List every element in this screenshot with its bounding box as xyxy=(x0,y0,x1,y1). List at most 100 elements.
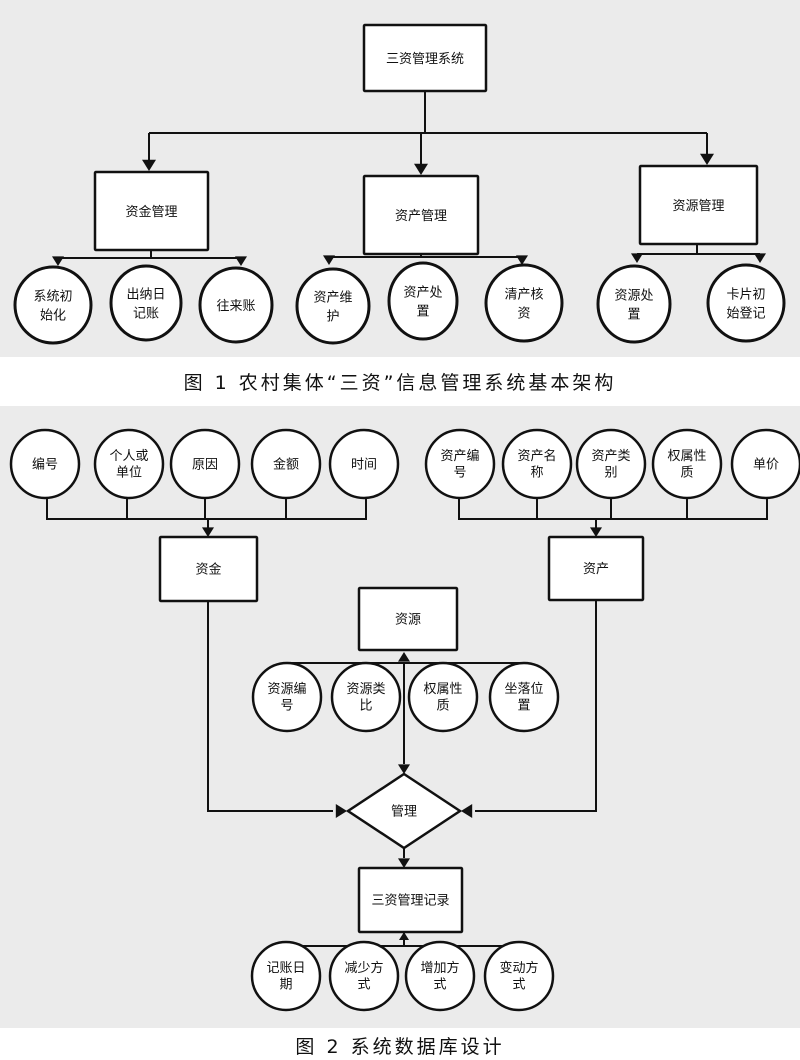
arrow-head xyxy=(461,804,473,818)
figure-2-caption: 图 2 系统数据库设计 xyxy=(295,1036,505,1058)
figure-2-diagram: 编号个人或单位原因金额时间资产编号资产名称资产类别权属性质单价资金资产资源资源编… xyxy=(9,428,800,1012)
circle-label: 减少方式 xyxy=(344,960,383,992)
box-shape xyxy=(357,866,464,934)
circle-shape xyxy=(483,940,555,1012)
circle-label: 原因 xyxy=(192,457,218,472)
circle-label: 增加方式 xyxy=(420,960,459,992)
arrow-head xyxy=(398,764,410,774)
resource-management-box: 资源管理 xyxy=(638,164,759,246)
leaf-node-circle: 出纳日记账 xyxy=(109,264,183,342)
fund-attribute-circle: 个人或单位 xyxy=(93,428,165,500)
circle-shape xyxy=(93,428,165,500)
circle-shape xyxy=(328,428,400,500)
asset-attribute-circle: 资产名称 xyxy=(501,428,573,500)
circle-shape xyxy=(13,265,93,345)
box-label: 资金管理 xyxy=(125,204,177,220)
asset-attribute-circle: 单价 xyxy=(730,428,800,500)
leaf-node-circle: 资源处置 xyxy=(596,264,672,344)
asset-attribute-circle: 权属性质 xyxy=(651,428,723,500)
arrow-head xyxy=(323,255,335,265)
fund-entity-box: 资金 xyxy=(158,535,259,603)
connector-line xyxy=(458,498,768,520)
circle-label: 编号 xyxy=(32,457,58,472)
arrow-head xyxy=(202,527,214,537)
arrow-head xyxy=(700,153,714,165)
circle-shape xyxy=(328,940,400,1012)
circle-label: 往来账 xyxy=(216,299,255,314)
circle-label: 资源处置 xyxy=(614,289,653,323)
box-label: 三资管理记录 xyxy=(371,894,449,909)
circle-shape xyxy=(596,264,672,344)
circle-label: 权属性质 xyxy=(423,681,462,713)
circle-label: 资产处置 xyxy=(403,286,442,320)
circle-label: 资源编号 xyxy=(267,682,306,713)
circle-label: 卡片初始登记 xyxy=(726,288,765,322)
circle-label: 出纳日记账 xyxy=(126,288,165,322)
leaf-node-circle: 卡片初始登记 xyxy=(706,263,786,343)
record-attribute-circle: 增加方式 xyxy=(404,940,476,1012)
circle-label: 资产类别 xyxy=(591,449,630,480)
arrow-head xyxy=(754,253,766,263)
arrow-head xyxy=(590,527,602,537)
circle-label: 单价 xyxy=(753,457,779,472)
arrow-head xyxy=(414,163,428,175)
box-label: 三资管理系统 xyxy=(386,52,464,67)
leaf-node-circle: 资产处置 xyxy=(387,261,459,341)
circle-shape xyxy=(404,940,476,1012)
figure-2-panel: 编号个人或单位原因金额时间资产编号资产名称资产类别权属性质单价资金资产资源资源编… xyxy=(0,406,800,1028)
box-label: 资源 xyxy=(395,613,421,628)
box-label: 资产 xyxy=(583,562,609,577)
circle-label: 系统初始化 xyxy=(33,290,72,324)
arrow-head xyxy=(235,256,247,266)
circle-label: 记账日期 xyxy=(266,961,305,992)
asset-attribute-circle: 资产编号 xyxy=(424,428,496,500)
circle-shape xyxy=(295,267,371,345)
resource-attribute-circle: 权属性质 xyxy=(407,661,479,733)
diamond-label: 管理 xyxy=(391,805,417,820)
connector-line xyxy=(475,600,597,812)
arrow-head xyxy=(52,256,64,266)
arrow-head xyxy=(399,932,409,940)
circle-shape xyxy=(9,428,81,500)
circle-shape xyxy=(109,264,183,342)
resource-attribute-circle: 坐落位置 xyxy=(488,661,560,733)
circle-shape xyxy=(198,266,274,344)
arrow-head xyxy=(398,652,410,662)
circle-label: 时间 xyxy=(351,457,377,472)
manage-relationship-diamond: 管理 xyxy=(345,772,463,850)
connector-line xyxy=(46,498,367,520)
leaf-node-circle: 资产维护 xyxy=(295,267,371,345)
arrow-head xyxy=(335,804,347,818)
root-box: 三资管理系统 xyxy=(362,23,488,93)
circle-label: 清产核资 xyxy=(504,288,543,322)
circle-label: 资产维护 xyxy=(313,291,352,325)
circle-label: 金额 xyxy=(273,456,299,472)
circle-label: 资产名称 xyxy=(517,448,556,480)
leaf-node-circle: 清产核资 xyxy=(484,263,564,343)
fund-attribute-circle: 原因 xyxy=(169,428,241,500)
circle-shape xyxy=(484,263,564,343)
circle-label: 资源类比 xyxy=(346,682,385,713)
asset-management-box: 资产管理 xyxy=(362,174,480,256)
circle-label: 个人或单位 xyxy=(109,449,148,480)
box-label: 资产管理 xyxy=(395,209,447,224)
box-label: 资源管理 xyxy=(672,199,724,214)
fund-attribute-circle: 时间 xyxy=(328,428,400,500)
figure-1-panel: 三资管理系统资金管理 资产管理 资源管理系统初始化 出纳日记账 往来账 资产维护 资产处置 清… xyxy=(0,0,800,357)
box-label: 资金 xyxy=(195,562,221,578)
asset-entity-box: 资产 xyxy=(547,535,645,602)
box-shape xyxy=(357,586,459,652)
connector-line xyxy=(207,601,333,812)
record-attribute-circle: 记账日期 xyxy=(250,940,322,1012)
fund-attribute-circle: 编号 xyxy=(9,428,81,500)
circle-label: 坐落位置 xyxy=(504,682,543,713)
circle-shape xyxy=(387,261,459,341)
arrow-head xyxy=(631,253,643,263)
circle-shape xyxy=(706,263,786,343)
box-shape xyxy=(638,164,759,246)
arrow-head xyxy=(398,858,410,868)
leaf-node-circle: 往来账 xyxy=(198,266,274,344)
record-attribute-circle: 变动方式 xyxy=(483,940,555,1012)
fund-attribute-circle: 金额 xyxy=(250,428,322,500)
